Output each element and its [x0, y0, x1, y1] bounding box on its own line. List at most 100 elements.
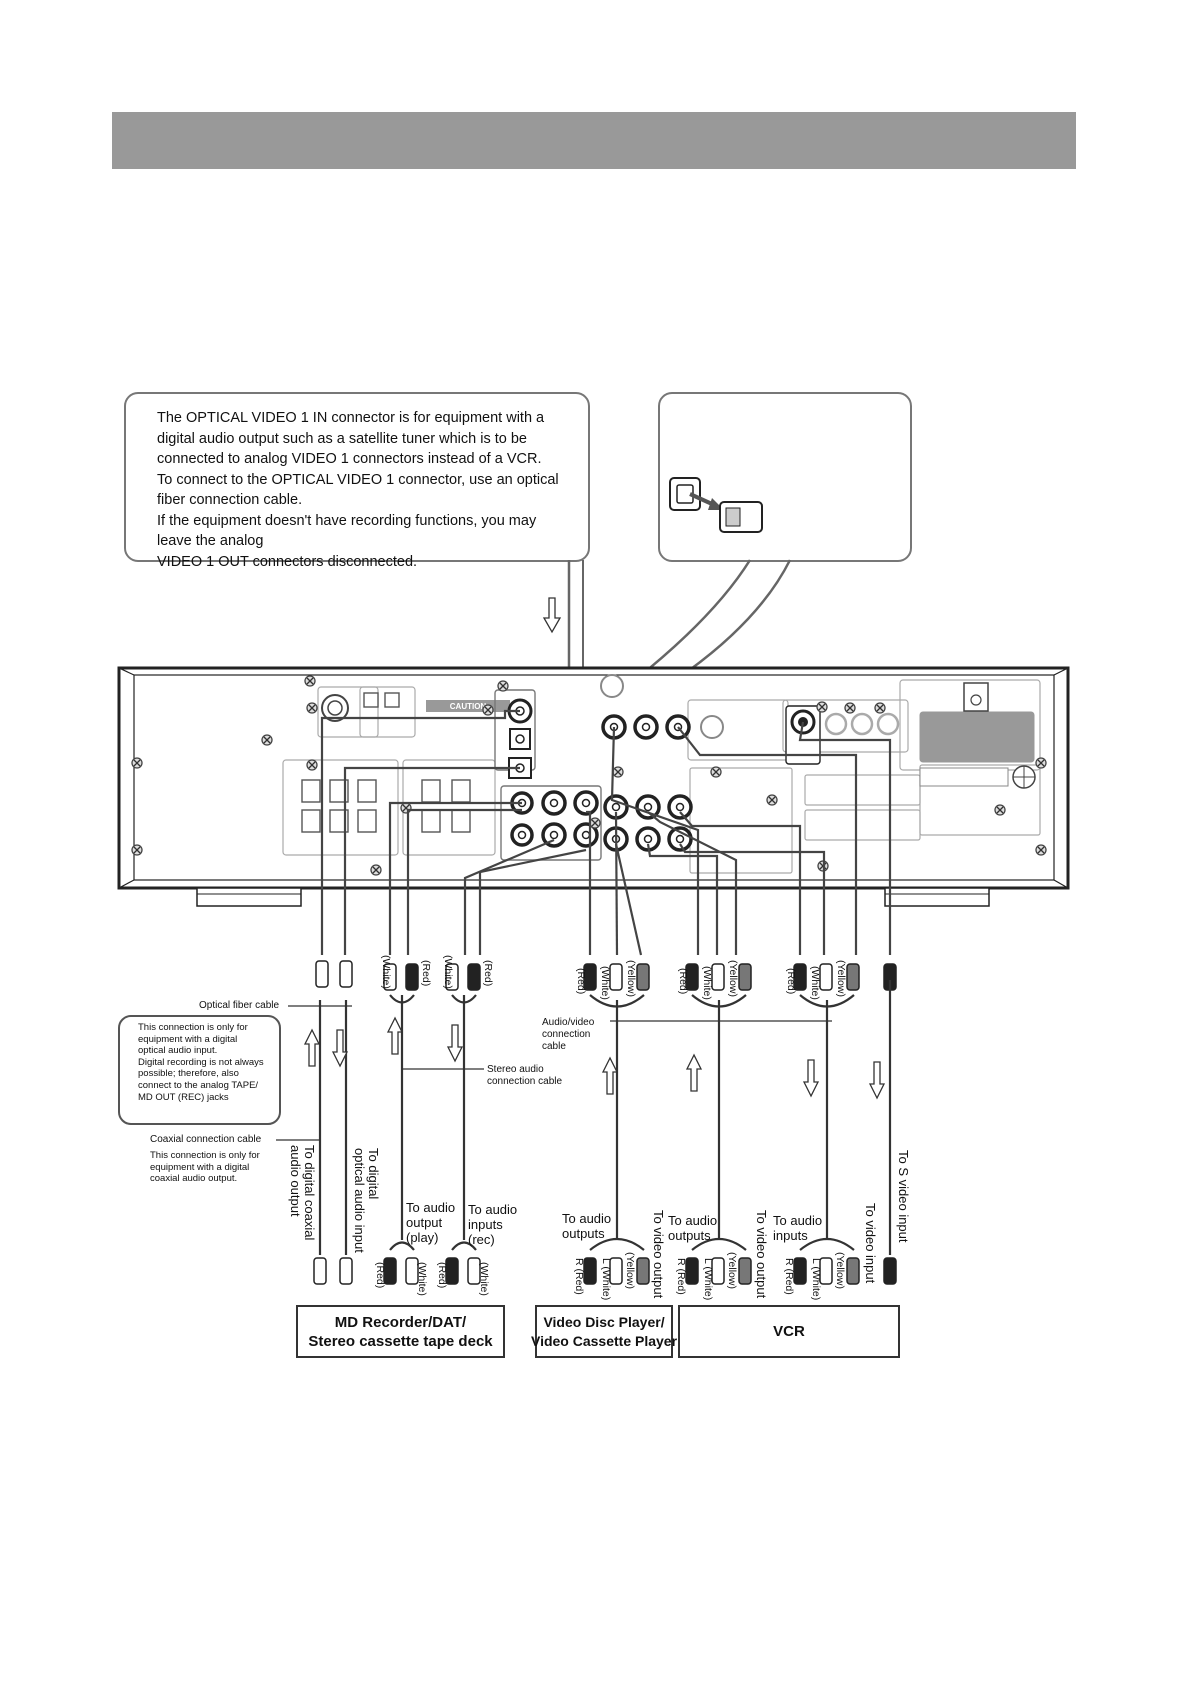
optical-callout-line: fiber connection cable.	[157, 492, 303, 508]
rca-plug	[846, 1257, 860, 1285]
screw-icon	[306, 702, 318, 714]
rca-plug	[711, 963, 725, 991]
arrow-up-icon	[386, 1016, 404, 1055]
screw-icon	[131, 844, 143, 856]
rca-plug	[711, 1257, 725, 1285]
rca-plug	[467, 963, 481, 991]
optical-plug-icon	[669, 477, 763, 533]
cable-red-5: (Red)	[785, 968, 797, 995]
rca-plug	[583, 1257, 597, 1285]
dev-red-2: (Red)	[436, 1262, 448, 1289]
arrow-down-icon	[331, 1029, 349, 1068]
optical-plug-callout	[658, 392, 912, 562]
screw-icon	[1035, 844, 1047, 856]
optical-callout-line: digital audio output such as a satellite…	[157, 430, 527, 447]
rca-plug	[793, 963, 807, 991]
rca-plug	[339, 960, 353, 988]
dev-r-red-3: R (Red)	[783, 1258, 795, 1295]
optical-note-line: This connection is only for	[138, 1022, 248, 1033]
to-video-output-2-label: To video output	[754, 1210, 769, 1299]
arrow-down-icon	[446, 1024, 464, 1063]
rca-plug	[636, 963, 650, 991]
dev-red-1: (Red)	[374, 1262, 386, 1289]
screw-icon	[710, 766, 722, 778]
screw-icon	[482, 704, 494, 716]
dev-yellow-1: (Yellow)	[624, 1252, 636, 1289]
optical-video-callout-text: The OPTICAL VIDEO 1 IN connector is for …	[157, 408, 559, 572]
coaxial-note-line: coaxial audio output.	[150, 1173, 238, 1185]
cable-yellow-3: (Yellow)	[835, 960, 847, 997]
to-audio-outputs-1-label: To audio outputs	[562, 1211, 612, 1241]
optical-callout-line: To connect to the OPTICAL VIDEO 1 connec…	[157, 471, 559, 488]
screw-icon	[612, 766, 624, 778]
rca-plug	[339, 1257, 353, 1285]
screw-icon	[400, 802, 412, 814]
rca-plug	[636, 1257, 650, 1285]
to-s-video-input-label: To S video input	[896, 1150, 911, 1243]
rca-plug	[445, 963, 459, 991]
screw-icon	[816, 701, 828, 713]
dev-yellow-3: (Yellow)	[834, 1252, 846, 1289]
optical-fiber-cable-label: Optical fiber cable	[199, 1000, 280, 1011]
dev-white-1: (White)	[416, 1262, 428, 1296]
rca-plug	[383, 1257, 397, 1285]
rca-plug	[583, 963, 597, 991]
to-audio-outputs-2-label: To audio outputs	[668, 1213, 718, 1243]
optical-callout-line: The OPTICAL VIDEO 1 IN connector is for …	[157, 410, 545, 426]
rca-plug	[467, 1257, 481, 1285]
arrow-down-icon	[868, 1061, 886, 1100]
optical-note-line: Digital recording is not always	[138, 1056, 264, 1068]
rca-plug	[445, 1257, 459, 1285]
rca-plug	[819, 963, 833, 991]
dev-r-red-2: R (Red)	[675, 1258, 687, 1295]
cable-red-4: (Red)	[677, 968, 689, 995]
to-video-output-1-label: To video output	[651, 1210, 666, 1299]
rca-plug	[315, 960, 329, 988]
screw-icon	[874, 702, 886, 714]
dev-r-red-1: R (Red)	[573, 1258, 585, 1295]
to-digital-optical-label: To digital optical audio input	[352, 1148, 381, 1253]
to-audio-inputs-label: To audio inputs	[773, 1213, 823, 1243]
cable-white-4: (White)	[701, 966, 713, 1000]
rca-plug	[609, 963, 623, 991]
screw-icon	[497, 680, 509, 692]
screw-icon	[304, 675, 316, 687]
coaxial-note-line: equipment with a digital	[150, 1161, 250, 1173]
coaxial-note-line: This connection is only for	[150, 1150, 260, 1161]
optical-note-line: equipment with a digital	[138, 1033, 238, 1045]
screw-icon	[370, 864, 382, 876]
rca-plug	[738, 1257, 752, 1285]
dev-white-2: (White)	[478, 1262, 490, 1296]
rca-plug	[883, 1257, 897, 1285]
arrow-up-icon	[685, 1053, 703, 1092]
to-audio-output-play-label: To audio output (play)	[406, 1200, 456, 1245]
optical-note-line: MD OUT (REC) jacks	[138, 1091, 229, 1103]
rca-plug	[685, 963, 699, 991]
rca-plug	[793, 1257, 807, 1285]
rca-plug	[405, 1257, 419, 1285]
optical-callout-line: leave the analog	[157, 533, 264, 549]
cable-red-3: (Red)	[575, 968, 587, 995]
rca-plug	[383, 963, 397, 991]
cable-yellow-1: (Yellow)	[625, 960, 637, 997]
cable-red-1: (Red)	[420, 960, 432, 987]
arrow-up-icon	[601, 1056, 619, 1095]
rca-plug	[313, 1257, 327, 1285]
rca-plug	[685, 1257, 699, 1285]
screw-icon	[306, 759, 318, 771]
rca-plug	[405, 963, 419, 991]
dev-l-white-3: L (White)	[810, 1258, 822, 1301]
screw-icon	[131, 757, 143, 769]
section-header-bar	[112, 112, 1076, 169]
rca-plug	[819, 1257, 833, 1285]
optical-note-line: possible; therefore, also	[138, 1068, 239, 1080]
md-recorder-box: MD Recorder/DAT/ Stereo cassette tape de…	[296, 1305, 505, 1358]
optical-callout-line: If the equipment doesn't have recording …	[157, 512, 537, 529]
optical-note-line: connect to the analog TAPE/	[138, 1079, 259, 1091]
to-video-input-label: To video input	[863, 1203, 878, 1284]
optical-note-line: optical audio input.	[138, 1045, 218, 1057]
screw-icon	[766, 794, 778, 806]
dev-l-white-1: L (White)	[600, 1258, 612, 1301]
